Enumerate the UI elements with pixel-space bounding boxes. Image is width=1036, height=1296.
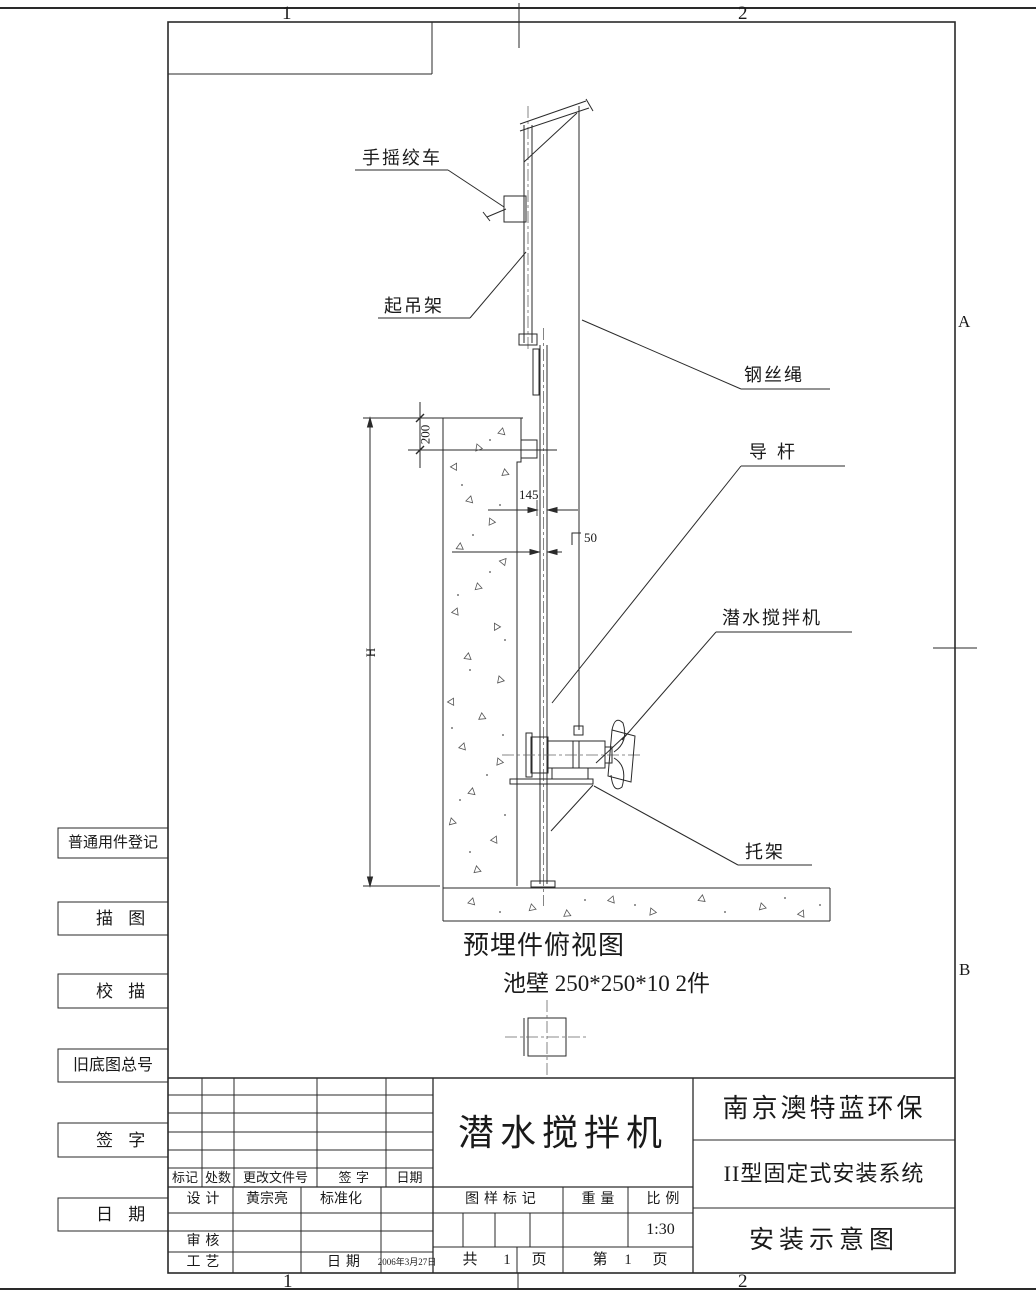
margin-check-tracing: 校描: [95, 981, 161, 1001]
total-pages-unit: 页: [531, 1251, 547, 1268]
zone-number-bottom-left: 1: [283, 1271, 293, 1292]
standardization-label: 标准化: [320, 1192, 362, 1207]
page-number-label: 第: [592, 1251, 608, 1268]
drawing-mark-label: 图样标记: [465, 1192, 541, 1207]
scale-value: 1:30: [646, 1221, 675, 1238]
total-pages-value: 1: [503, 1251, 511, 1268]
rev-date-header: 日期: [396, 1170, 423, 1185]
zone-number-top-left: 1: [282, 3, 292, 24]
date-label: 日期: [326, 1254, 365, 1270]
label-guide-rod: 导杆: [749, 442, 805, 462]
product-title: 潜水搅拌机: [457, 1112, 668, 1153]
margin-tracing: 描图: [95, 909, 161, 928]
dim-50: 50: [584, 530, 597, 545]
rev-doc-no-header: 更改文件号: [242, 1170, 308, 1185]
process-label: 工艺: [186, 1254, 225, 1270]
total-pages-label: 共: [462, 1251, 478, 1268]
date-value: 2006年3月27日: [377, 1257, 437, 1267]
label-bracket: 托架: [745, 842, 785, 862]
label-wire-rope: 钢丝绳: [744, 365, 804, 385]
zone-number-top-right: 2: [738, 3, 748, 24]
label-lifting-frame: 起吊架: [384, 296, 444, 316]
zone-number-bottom-right: 2: [738, 1271, 748, 1292]
design-label: 设计: [186, 1192, 225, 1207]
page-number-unit: 页: [652, 1251, 668, 1268]
label-hand-winch: 手摇绞车: [362, 148, 442, 168]
detail-spec: 池壁 250*250*10 2件: [503, 971, 710, 996]
zone-letter-b: B: [959, 960, 971, 979]
rev-mark-header: 标记: [171, 1170, 198, 1185]
dim-wall-height: H: [363, 647, 379, 658]
detail-title: 预埋件俯视图: [463, 931, 626, 960]
margin-date: 日期: [95, 1205, 161, 1224]
page-number-value: 1: [624, 1251, 632, 1268]
designer-name: 黄宗亮: [246, 1192, 288, 1207]
margin-common-parts-register: 普通用件登记: [67, 834, 158, 851]
dim-145: 145: [519, 487, 539, 502]
margin-signature: 签字: [95, 1130, 161, 1150]
company-name: 南京澳特蓝环保: [722, 1094, 926, 1123]
margin-old-base-drawing-no: 旧底图总号: [72, 1056, 153, 1074]
rev-count-header: 处数: [204, 1170, 231, 1185]
sheet-title: 安装示意图: [748, 1227, 899, 1254]
scale-label: 比例: [646, 1192, 685, 1207]
system-type: II型固定式安装系统: [723, 1161, 925, 1186]
label-mixer: 潜水搅拌机: [722, 608, 822, 628]
zone-letter-a: A: [958, 312, 971, 331]
weight-label: 重量: [581, 1192, 620, 1207]
review-label: 审核: [186, 1233, 225, 1249]
dim-200: 200: [417, 424, 433, 445]
rev-sign-header: 签字: [338, 1170, 374, 1185]
